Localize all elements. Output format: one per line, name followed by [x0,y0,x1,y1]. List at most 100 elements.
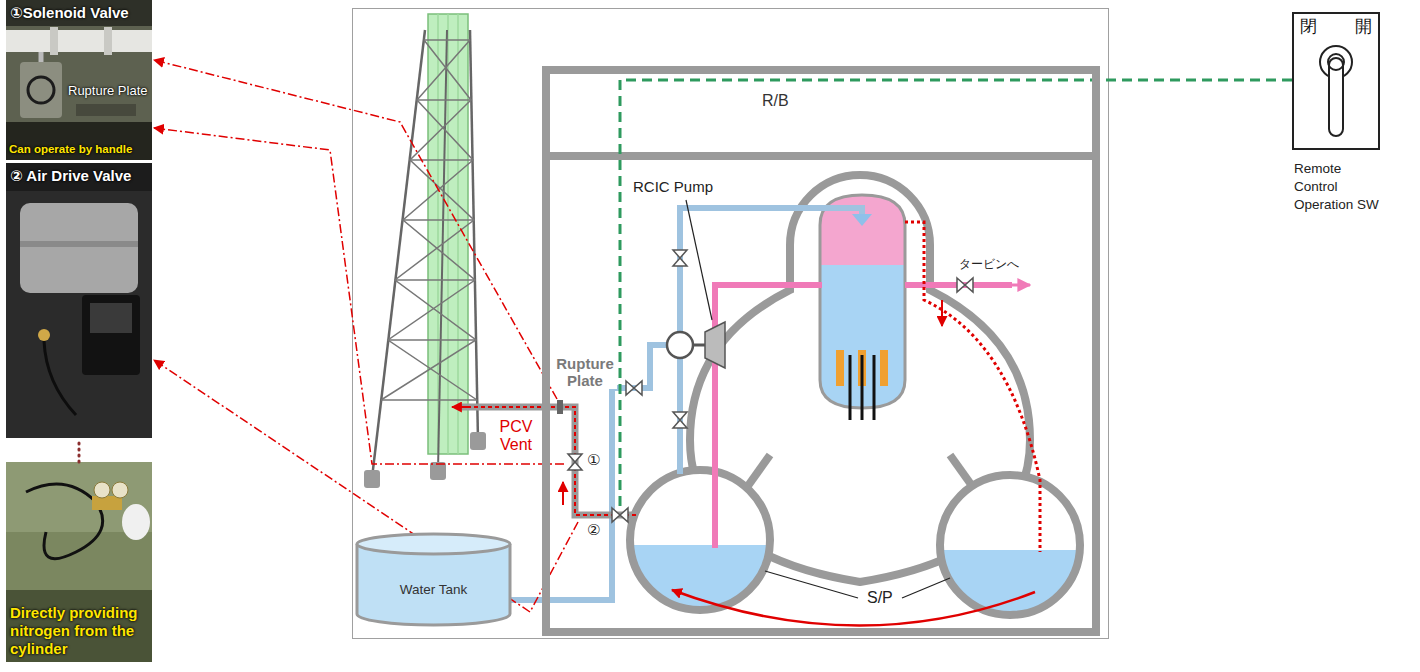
control-switch: 閉開Remote Control Operation SW [1292,12,1380,150]
tank-outline [355,532,512,628]
callout-number: ① [586,451,601,468]
rupture-plate [557,400,563,414]
valve-photo [6,163,152,438]
gauge [94,482,110,498]
valve-symbol [568,454,582,470]
suppression-torus [630,470,770,610]
photo-title: ①Solenoid Valve [10,4,148,21]
gauge [112,482,128,498]
stack-stripe [437,14,439,454]
valve-symbol [957,278,973,292]
component-label: RCIC Pump [632,178,714,195]
flange [104,27,112,55]
callout-number: ② [586,521,601,538]
photo-leader [154,128,564,464]
switch-caption: Remote Control Operation SW [1294,160,1380,214]
photo-band [6,163,152,191]
fuel [836,350,844,386]
part-label: Rupture Plate [553,355,617,389]
photo-panel: ② Air Drive Valve [6,163,152,438]
tower-brace [381,40,476,400]
tank-top [357,534,510,554]
tower-rung [381,399,477,401]
pool-water [940,550,1080,615]
reactor-building: R/B [542,66,1100,636]
pump-shaft [693,344,705,347]
dotted-connector [78,438,81,462]
building-label: R/B [762,92,789,110]
switch-pivot [1328,54,1344,70]
control-rod [873,355,876,420]
tower-rung [395,279,475,281]
switch-position: 開 [1355,17,1372,37]
vent-label: PCV Vent [492,418,540,454]
component-label: S/P [866,589,894,607]
valve-photo [6,0,152,160]
air-fitting [38,329,50,341]
torus-ground [630,470,770,610]
valve-handle [28,77,54,103]
destination-label: タービンへ [958,258,1020,272]
flange [50,27,58,55]
diagram-frame [353,9,1109,639]
valve-symbol [612,508,628,522]
actuator [82,295,140,375]
cylinder-photo [6,462,152,662]
injection-pipe [680,208,862,332]
photo-panel: Directly providing nitrogen from the cyl… [6,462,152,662]
torus-ground [940,475,1080,615]
part-label: Rupture Plate [68,84,148,99]
photo-ground [6,0,152,160]
photo-band [6,122,152,160]
valve-symbol [673,412,687,428]
leader-line [686,200,712,320]
glove [122,504,150,540]
valve-symbol [673,250,687,266]
tower-rung [417,99,471,101]
nitrogen-hose [26,484,103,559]
tower-foot [364,470,380,488]
photo-ground [6,462,152,662]
turbine-symbol [705,322,725,368]
valve-symbol [626,381,642,395]
stack-stripe [447,14,449,454]
water-tank: Water Tank [355,532,512,628]
flow-arrow [672,590,1035,626]
tower-rung [403,219,474,221]
flow-arrow [1010,284,1030,287]
air-hose [44,341,76,415]
tower-leg [372,30,425,478]
vent-flow [470,407,636,515]
building-floor [546,152,1096,160]
fuel [880,350,888,386]
tower-rung [388,339,476,341]
pipe [6,30,152,52]
photo-ground [6,163,152,438]
tower-rung [424,39,470,41]
insulation-seam [20,241,138,247]
flow-arrow [452,406,470,408]
tower-foot [470,432,486,450]
control-rod [861,355,864,420]
leader-line [902,578,950,598]
insulated-valve [20,203,138,293]
water-pipe [511,345,667,600]
photo-caption: Can operate by handle [9,143,151,156]
control-signal [620,80,1292,507]
tower-rung [410,159,473,161]
photo-leader [154,60,557,399]
photo-panel: ①Solenoid ValveRupture PlateCan operate … [6,0,152,160]
photo-band [6,0,152,26]
actuator-plate [90,303,132,333]
relief-flow [905,222,1040,552]
valve-body [20,62,62,118]
pipe-support [76,104,136,116]
leader-line [765,571,858,598]
flow-arrow [941,300,943,326]
tank-label: Water Tank [355,582,512,598]
switch-position: 閉 [1300,17,1317,37]
